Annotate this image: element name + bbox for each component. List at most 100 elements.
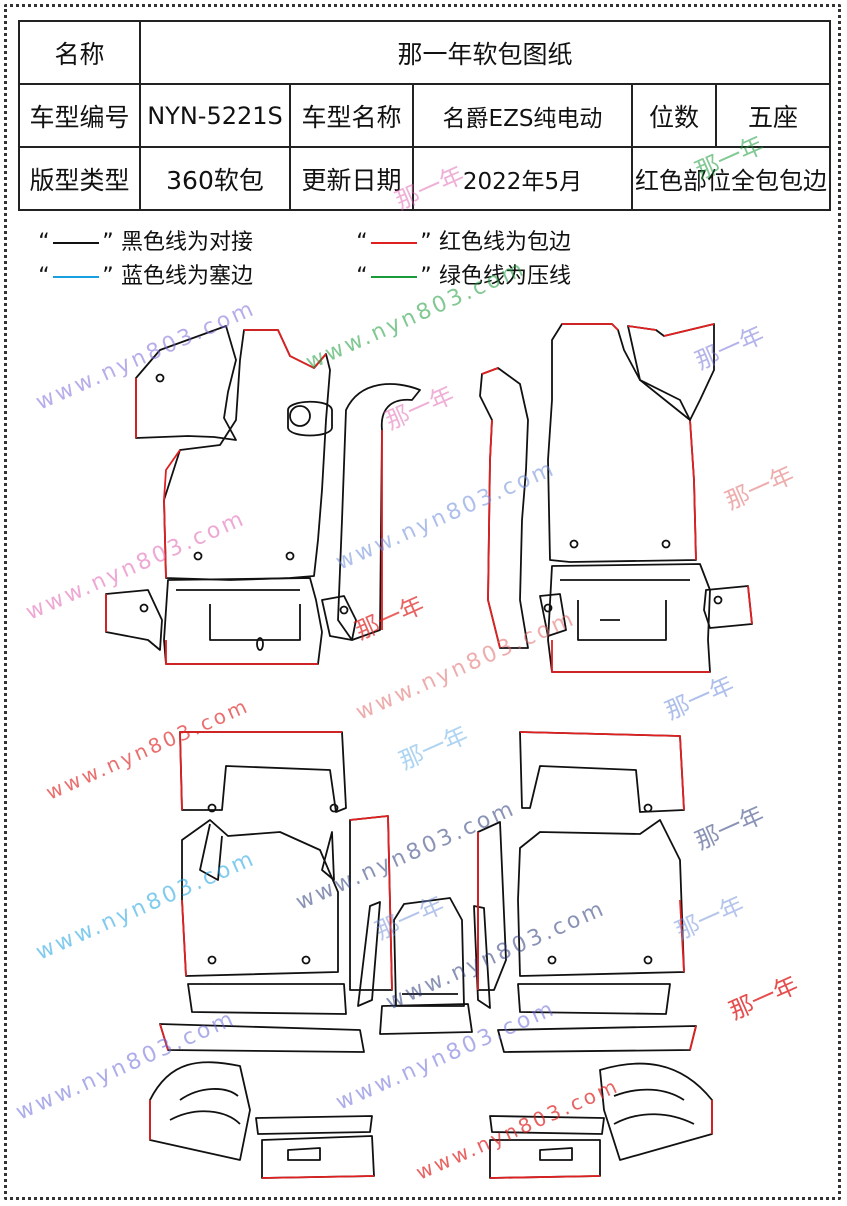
rear-center-side-left: [357, 901, 381, 1007]
rear-left-upper-piece: [179, 731, 347, 813]
mounting-hole: [139, 603, 149, 613]
rear-right-arch-inner: [613, 1088, 695, 1125]
brand-watermark: 那一年: [371, 891, 448, 946]
rear-left-bottom-inner: [287, 1147, 321, 1161]
note-value: 红色部位全包包边: [630, 146, 832, 211]
quote-mark: “: [356, 264, 368, 289]
left-kick-panel-piece: [135, 325, 237, 441]
left-side-sill-piece: [105, 589, 163, 651]
table-row: 车型编号 NYN-5221S 车型名称 名爵EZS纯电动 位数 五座: [18, 83, 832, 148]
mounting-hole: [643, 803, 653, 813]
rear-left-strip-2-red: [159, 1023, 169, 1051]
brand-watermark: 那一年: [381, 381, 458, 436]
rear-left-floor-red: [181, 899, 187, 977]
brand-watermark: 那一年: [395, 721, 472, 776]
date-label: 更新日期: [289, 146, 414, 211]
url-watermark: www.nyn803.com: [22, 506, 249, 626]
mounting-hole: [329, 803, 339, 813]
name-value: 那一年软包图纸: [138, 20, 832, 85]
driver-mat-heel-pad: [287, 400, 333, 437]
rear-left-wheel-arch: [149, 1061, 251, 1161]
right-side-sill-red: [747, 585, 753, 625]
mounting-hole: [543, 603, 553, 613]
brand-watermark: 那一年: [391, 161, 468, 216]
brand-watermark: 那一年: [691, 801, 768, 856]
rear-right-bottom-panel-red: [489, 1175, 601, 1179]
rear-left-bottom-panel-red: [261, 1175, 375, 1179]
code-value: NYN-5221S: [139, 83, 291, 148]
url-watermark: www.nyn803.com: [332, 996, 559, 1116]
brand-watermark: 那一年: [691, 131, 768, 186]
passenger-main-mat: [547, 323, 697, 563]
seats-value: 五座: [714, 83, 832, 148]
blue-line-swatch: [53, 276, 99, 278]
rear-left-upper-red: [179, 731, 342, 811]
passenger-mat-red-edge: [562, 323, 697, 561]
rear-center-side-right: [473, 905, 491, 1009]
driver-footwell-rear-piece: [163, 577, 323, 665]
date-value: 2022年5月: [412, 146, 633, 211]
url-watermark: www.nyn803.com: [302, 256, 529, 376]
rear-left-tunnel-strip: [349, 815, 393, 991]
rear-right-upper-red: [519, 731, 685, 811]
rear-left-mat-group: [149, 731, 393, 1179]
rear-center-mat-group: [357, 897, 491, 1035]
center-tunnel-left-small: [321, 595, 357, 641]
brand-watermark: 那一年: [721, 461, 798, 516]
passenger-side-console-red: [481, 367, 501, 649]
brand-watermark: 那一年: [725, 971, 802, 1026]
mounting-hole: [207, 955, 217, 965]
type-value: 360软包: [139, 146, 291, 211]
rear-right-floor-red: [679, 899, 685, 973]
legend-black-text: 黑色线为对接: [121, 230, 254, 255]
spec-table: 名称 那一年软包图纸 车型编号 NYN-5221S 车型名称 名爵EZS纯电动 …: [18, 20, 832, 211]
dashed-page-border: [4, 4, 841, 1200]
green-line-swatch: [371, 276, 417, 278]
url-watermark: www.nyn803.com: [332, 456, 559, 576]
url-watermark: www.nyn803.com: [412, 1073, 623, 1184]
driver-footwell-inner-lines: [176, 589, 301, 641]
legend-black: “ ” 黑色线为对接: [38, 228, 253, 258]
rear-right-wheel-arch: [599, 1062, 713, 1161]
legend-blue-text: 蓝色线为塞边: [121, 264, 254, 289]
mounting-hole: [301, 955, 311, 965]
mounting-hole: [569, 539, 579, 549]
quote-mark: ”: [420, 264, 432, 289]
name-label: 名称: [18, 20, 141, 85]
rear-right-strip-1: [517, 983, 671, 1015]
table-row: 版型类型 360软包 更新日期 2022年5月 红色部位全包包边: [18, 146, 832, 211]
heel-pad-inner: [289, 405, 311, 427]
rear-center-bottom-piece: [379, 1003, 473, 1035]
url-watermark: www.nyn803.com: [12, 1006, 239, 1126]
table-row: 名称 那一年软包图纸: [18, 20, 832, 85]
model-value: 名爵EZS纯电动: [412, 83, 633, 148]
mounting-hole: [339, 605, 349, 615]
legend-red: “” 红色线为包边: [356, 228, 571, 258]
brand-watermark: 那一年: [671, 891, 748, 946]
passenger-footwell-inner-lines: [560, 579, 690, 641]
mounting-hole: [547, 955, 557, 965]
rear-left-tunnel-red: [349, 815, 393, 991]
mounting-hole: [661, 539, 671, 549]
quote-mark: “: [38, 230, 50, 255]
rear-right-mat-group: [477, 731, 713, 1179]
brand-watermark: 那一年: [351, 591, 428, 646]
quote-mark: ”: [102, 230, 114, 255]
right-side-sill-piece: [703, 585, 753, 629]
rear-right-strip-2-red: [689, 1025, 697, 1051]
passenger-footwell-red-edge: [551, 640, 710, 673]
code-label: 车型编号: [18, 83, 141, 148]
quote-mark: ”: [420, 230, 432, 255]
passenger-footwell-rear-piece: [547, 563, 711, 673]
quote-mark: ”: [102, 264, 114, 289]
model-label: 车型名称: [289, 83, 414, 148]
pattern-pieces: [105, 323, 753, 1179]
driver-mat-red-edge: [163, 329, 327, 579]
legend-green-text: 绿色线为压线: [439, 264, 572, 289]
rear-left-bottom-panel: [261, 1135, 375, 1179]
passenger-kick-panel-piece: [627, 323, 715, 421]
mounting-hole: [643, 955, 653, 965]
rear-left-floor-inner: [199, 823, 223, 881]
quote-mark: “: [38, 264, 50, 289]
